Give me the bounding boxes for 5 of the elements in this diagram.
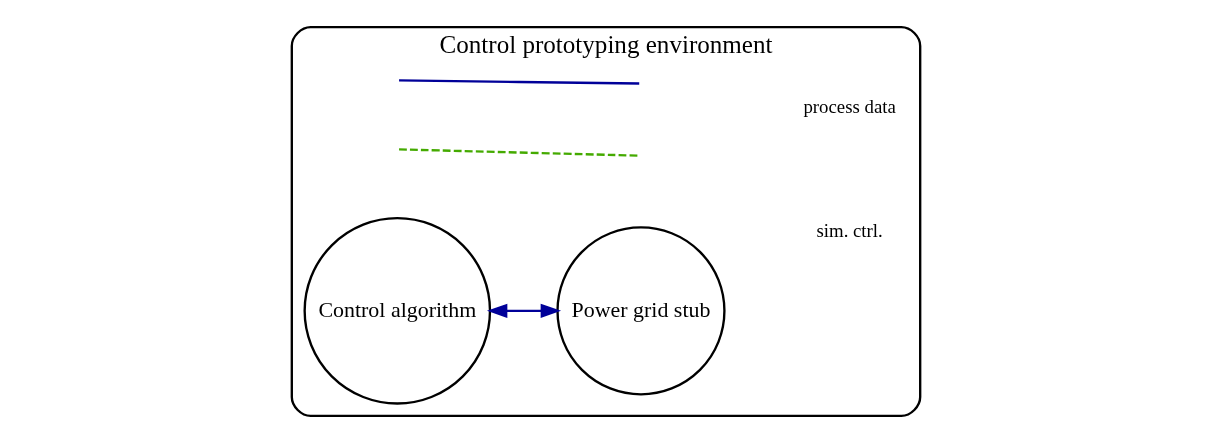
- node-circle: Control algorithm: [302, 217, 491, 405]
- legend-label: process data: [802, 96, 896, 118]
- legend-label: sim. ctrl.: [815, 220, 883, 242]
- arrow: [486, 303, 561, 318]
- node-circle: Power grid stub: [555, 226, 726, 396]
